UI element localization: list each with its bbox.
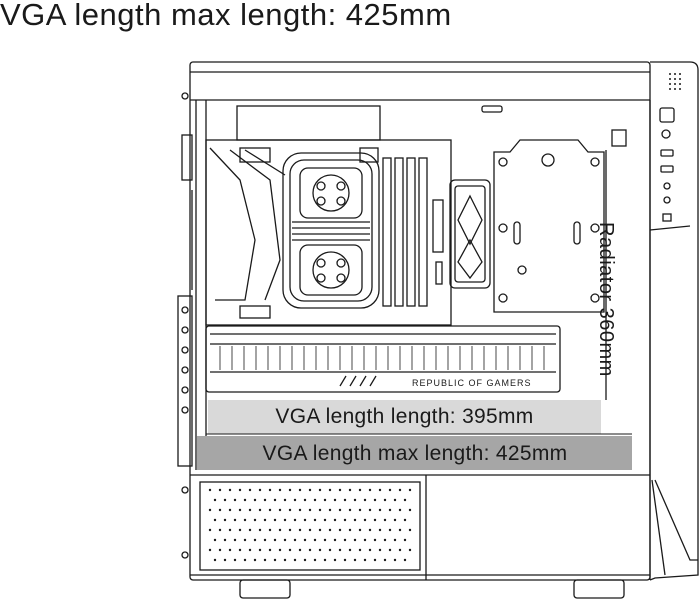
rear-panel: [177, 92, 207, 559]
vent-holes: [208, 488, 412, 562]
motherboard: [205, 139, 452, 326]
reservoir-plate: [493, 139, 605, 313]
vga-max-length-label: VGA length max length: 425mm: [262, 442, 568, 465]
vga-length-label: VGA length length: 395mm: [275, 405, 534, 428]
radiator-label: Radiator 360mm: [595, 222, 617, 377]
cpu-cooler: [282, 152, 380, 309]
psu-shroud: [190, 474, 650, 599]
chassis-outline: [189, 61, 699, 581]
vga-max-length-bar: [197, 436, 632, 470]
graphics-card: [205, 325, 561, 393]
page-title: VGA length max length: 425mm: [0, 0, 452, 32]
pump-module: [449, 179, 491, 289]
vga-length-bar: [208, 400, 601, 434]
gpu-brand-text: REPUBLIC OF GAMERS: [412, 378, 532, 388]
top-bracket: [236, 105, 381, 141]
